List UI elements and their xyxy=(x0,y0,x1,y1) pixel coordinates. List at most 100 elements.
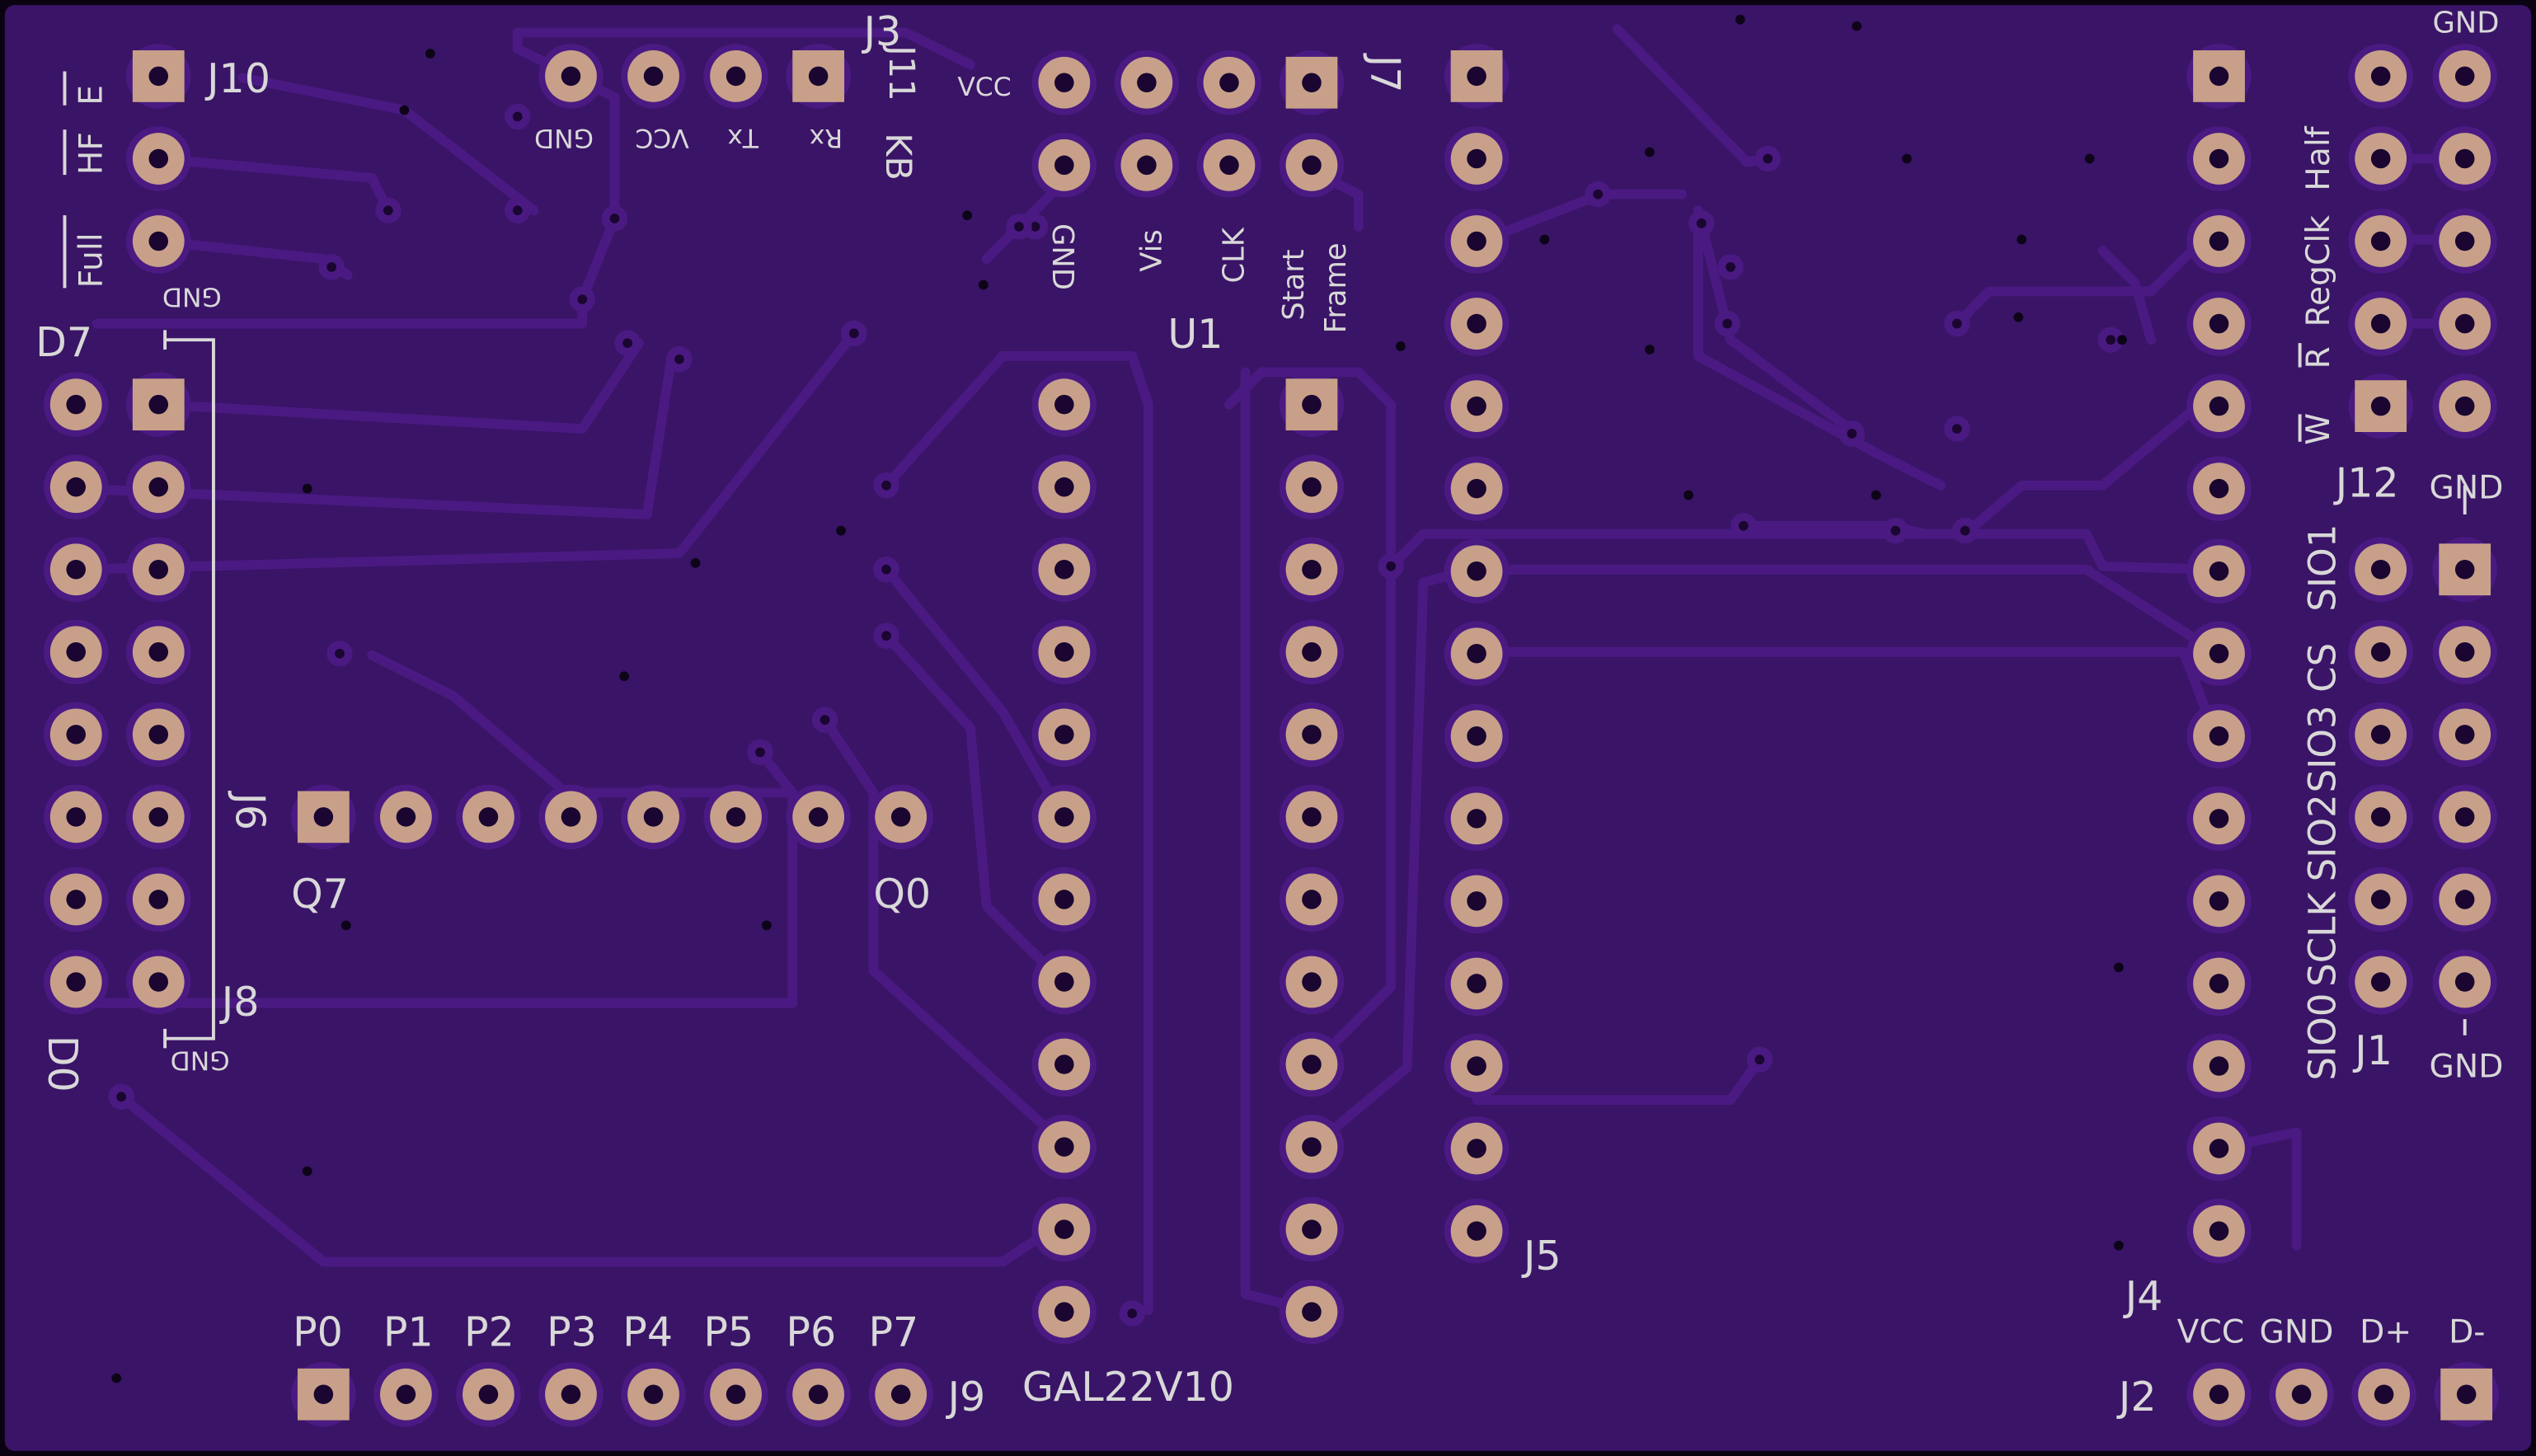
ref-u1: U1 xyxy=(1167,310,1223,358)
silkscreen-text: J10 Full HF E GND VCC Tx Rx KB J11 J3 VC… xyxy=(35,6,2503,1420)
shift-pad-hole xyxy=(726,807,746,827)
label-j1-sio0: SIO0 xyxy=(2301,993,2345,1081)
ref-j11: J11 xyxy=(881,43,922,101)
via-hole xyxy=(512,205,523,216)
via-hole xyxy=(335,648,345,659)
j5-pad-hole xyxy=(1467,1139,1486,1158)
trace xyxy=(92,27,975,329)
via-hole xyxy=(761,920,772,931)
j7-pad-hole xyxy=(1302,73,1322,93)
j10-pad-hole xyxy=(148,231,169,251)
label-j11-tx: Tx xyxy=(727,123,759,153)
ref-j12: J12 xyxy=(2333,458,2399,506)
label-p3: P3 xyxy=(547,1308,597,1355)
j2-pad-hole xyxy=(2291,1384,2312,1405)
j5-pad-hole xyxy=(1467,1221,1486,1241)
shift-pad-hole xyxy=(808,807,829,827)
j12-pad-hole xyxy=(2370,66,2391,87)
j8-pad-hole xyxy=(66,642,86,662)
j1-pad-hole xyxy=(2370,890,2391,909)
j4-pad-hole xyxy=(2209,478,2229,499)
j9-pad-hole xyxy=(643,1384,664,1405)
via-hole xyxy=(2113,962,2124,973)
trace xyxy=(1386,528,2221,575)
u1-pad-hole xyxy=(1302,642,1322,662)
u1-pad-hole xyxy=(1302,394,1322,415)
via-hole xyxy=(1951,424,1962,434)
label-j12-r: R xyxy=(2300,346,2337,369)
j8-pad-hole xyxy=(66,559,86,580)
trace xyxy=(881,350,1153,1316)
j12-pad-hole xyxy=(2454,231,2475,251)
via-hole xyxy=(326,262,337,272)
j8-pad-hole xyxy=(66,807,86,827)
ref-j5: J5 xyxy=(1521,1232,1562,1280)
shift-pad-hole xyxy=(396,807,416,827)
label-d0: D0 xyxy=(39,1036,87,1092)
via-hole xyxy=(1726,262,1735,272)
u1-pad-hole xyxy=(1302,1137,1322,1157)
via-hole xyxy=(619,671,630,682)
j11-pad-hole xyxy=(808,66,829,87)
j6-pad-hole xyxy=(148,477,169,497)
j9-pad-hole xyxy=(313,1384,334,1405)
j5-pad-hole xyxy=(1467,478,1486,499)
label-j1-sio3: SIO3 xyxy=(2301,705,2345,792)
j1-pad-hole xyxy=(2370,642,2391,662)
j7-pad-hole xyxy=(1054,73,1074,93)
trace xyxy=(1693,229,1946,491)
u1-pad-hole xyxy=(1054,890,1074,909)
u1-pad-hole xyxy=(1302,477,1322,497)
via-hole xyxy=(116,1092,127,1102)
label-j10-full: Full xyxy=(73,232,110,288)
j10-pad-hole xyxy=(148,148,169,169)
j5-pad-hole xyxy=(1467,1056,1486,1076)
j6-pad-hole xyxy=(148,642,169,662)
j6-pad-hole xyxy=(148,725,169,744)
j4-pad-hole xyxy=(2209,1221,2229,1241)
via-hole xyxy=(2116,335,2127,345)
via-hole xyxy=(881,564,891,575)
via-hole xyxy=(962,210,973,221)
u1-pad-hole xyxy=(1054,1137,1074,1157)
via-hole xyxy=(1395,341,1406,351)
j9-pad-hole xyxy=(396,1384,416,1405)
u1-pad-hole xyxy=(1054,725,1074,744)
via-hole xyxy=(399,105,410,115)
via-hole xyxy=(1960,525,1970,536)
j4-pad-hole xyxy=(2209,809,2229,829)
j1-pad-hole xyxy=(2370,807,2391,827)
j2-pad-hole xyxy=(2374,1384,2394,1405)
via-hole xyxy=(836,525,846,536)
j1-pad-hole xyxy=(2454,642,2475,662)
j4-pad-hole xyxy=(2209,1139,2229,1158)
j4-pad-hole xyxy=(2209,726,2229,746)
j10-pad-hole xyxy=(148,66,169,87)
label-q7: Q7 xyxy=(291,870,349,918)
via-hole xyxy=(609,214,620,223)
via-hole xyxy=(2017,234,2027,245)
u1-pad-hole xyxy=(1054,394,1074,415)
via-hole xyxy=(1014,221,1024,232)
u1-pad-hole xyxy=(1302,972,1322,992)
via-hole xyxy=(2106,335,2116,345)
j7-pad-hole xyxy=(1219,73,1239,93)
trace xyxy=(1472,1054,1765,1106)
label-j10-hf: HF xyxy=(73,132,110,175)
j4-pad-hole xyxy=(2209,66,2229,87)
via-hole xyxy=(577,294,588,305)
ref-j6: J6 xyxy=(226,790,274,830)
label-j2-dp: D+ xyxy=(2360,1313,2412,1350)
j1-pad-hole xyxy=(2454,725,2475,744)
ref-j4: J4 xyxy=(2123,1272,2163,1320)
j5-pad-hole xyxy=(1467,231,1486,251)
j12-pad-hole xyxy=(2370,396,2391,416)
u1-pad-hole xyxy=(1054,642,1074,662)
j11-pad-hole xyxy=(726,66,746,87)
label-j11-rx: Rx xyxy=(810,123,843,153)
label-j2-gnd: GND xyxy=(2260,1313,2334,1350)
u1-pad-hole xyxy=(1302,1302,1322,1322)
j11-pad-hole xyxy=(643,66,664,87)
label-j1-cs: CS xyxy=(2301,643,2345,693)
via-hole xyxy=(302,1166,312,1177)
